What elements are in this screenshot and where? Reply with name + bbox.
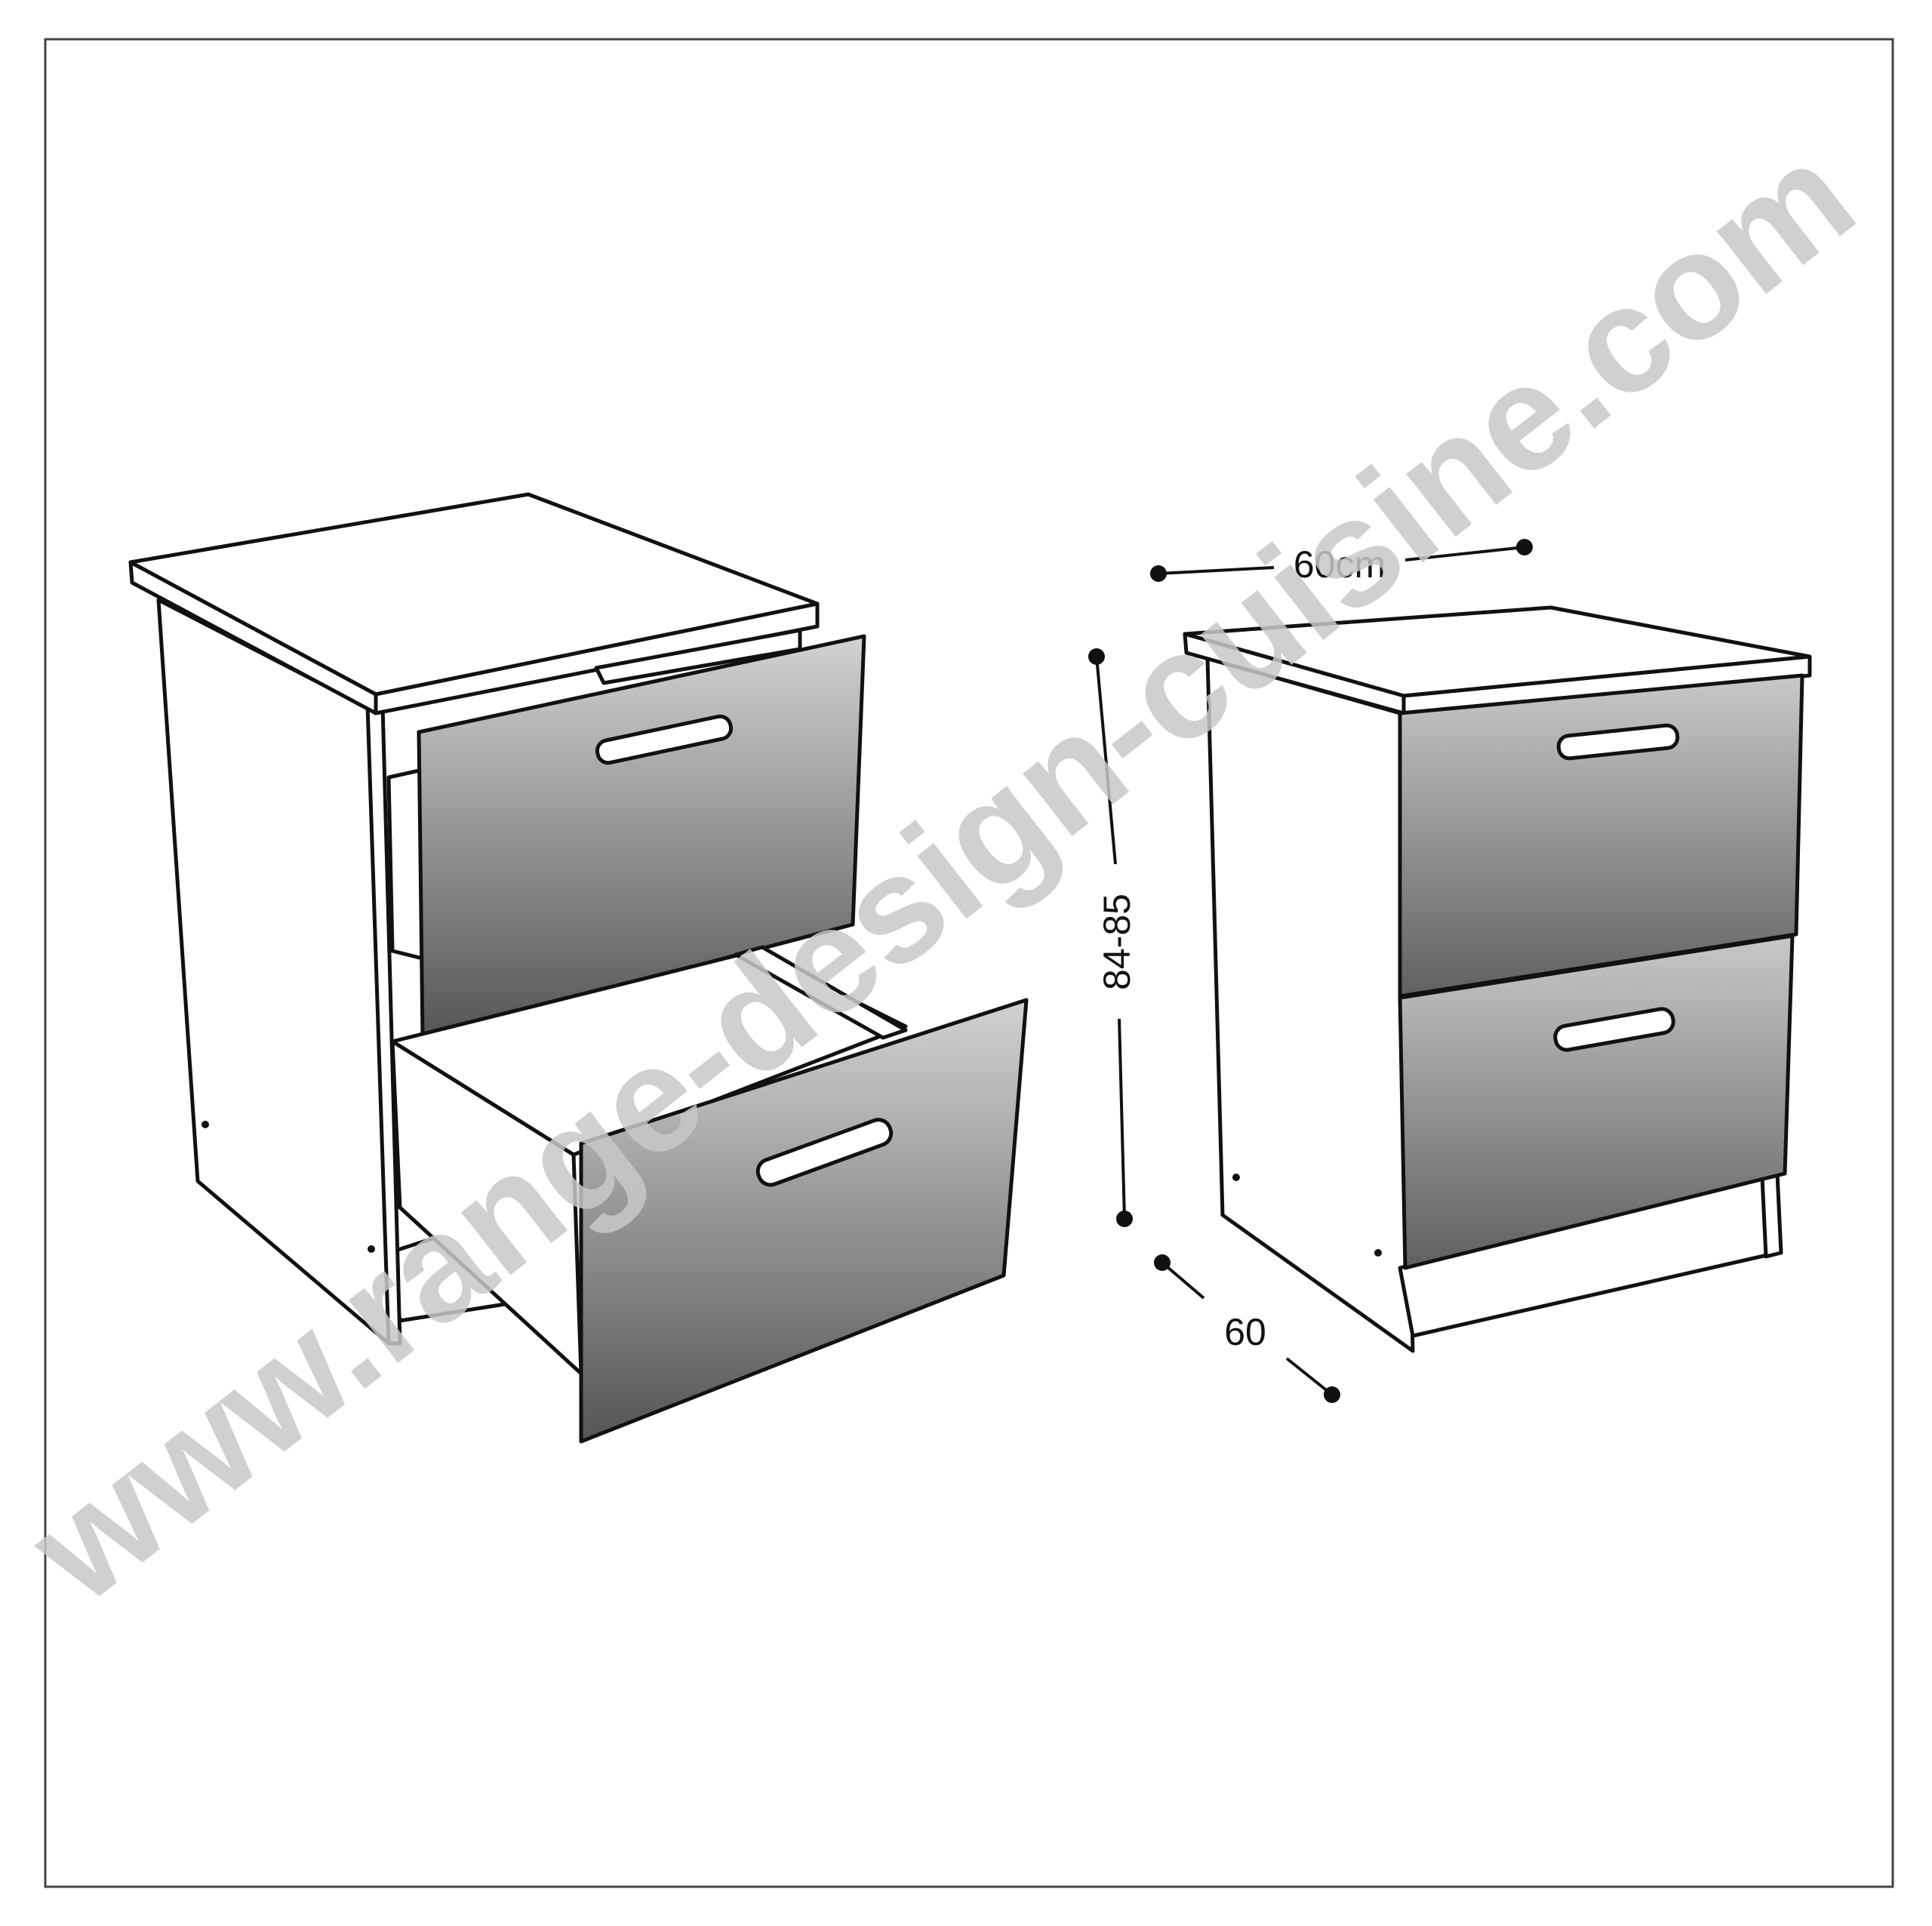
width-dot-right bbox=[1516, 539, 1533, 555]
left-cabinet-open bbox=[128, 492, 1029, 1444]
right-lower-drawer-handle bbox=[1553, 1007, 1675, 1052]
upper-drawer-handle bbox=[595, 714, 734, 765]
screw-dot bbox=[368, 1245, 375, 1253]
screw-dot bbox=[202, 1121, 209, 1128]
width-label: 60cm bbox=[1294, 543, 1386, 586]
height-dot-bottom bbox=[1116, 1211, 1133, 1227]
right-lower-drawer-front bbox=[1398, 934, 1795, 1270]
right-upper-drawer-front bbox=[1398, 673, 1804, 998]
right-upper-drawer-handle bbox=[1556, 723, 1680, 761]
lower-drawer-front bbox=[579, 998, 1029, 1444]
depth-label: 60 bbox=[1224, 1311, 1266, 1353]
dimension-height: 84-85 bbox=[1088, 648, 1138, 1227]
upper-drawer-rail bbox=[386, 768, 425, 961]
height-label: 84-85 bbox=[1096, 894, 1138, 990]
depth-dot-front bbox=[1154, 1254, 1171, 1271]
right-cabinet-closed bbox=[1183, 605, 1812, 1353]
screw-dot bbox=[1232, 1174, 1240, 1181]
dimension-width: 60cm bbox=[1150, 539, 1533, 586]
right-cabinet-side-panel bbox=[1205, 656, 1415, 1353]
lower-drawer-back-rail bbox=[734, 945, 908, 1040]
frame-border bbox=[44, 38, 1894, 1888]
dimension-depth: 60 bbox=[1154, 1254, 1340, 1403]
right-cabinet-leg bbox=[1760, 1171, 1783, 1259]
screw-dot bbox=[1374, 1249, 1382, 1257]
height-dot-top bbox=[1088, 648, 1105, 665]
lower-drawer-handle bbox=[755, 1118, 894, 1187]
upper-drawer-front bbox=[417, 634, 866, 1040]
width-dot-left bbox=[1150, 565, 1167, 582]
depth-dot-back bbox=[1324, 1386, 1340, 1403]
left-cabinet-countertop-side bbox=[128, 560, 378, 715]
